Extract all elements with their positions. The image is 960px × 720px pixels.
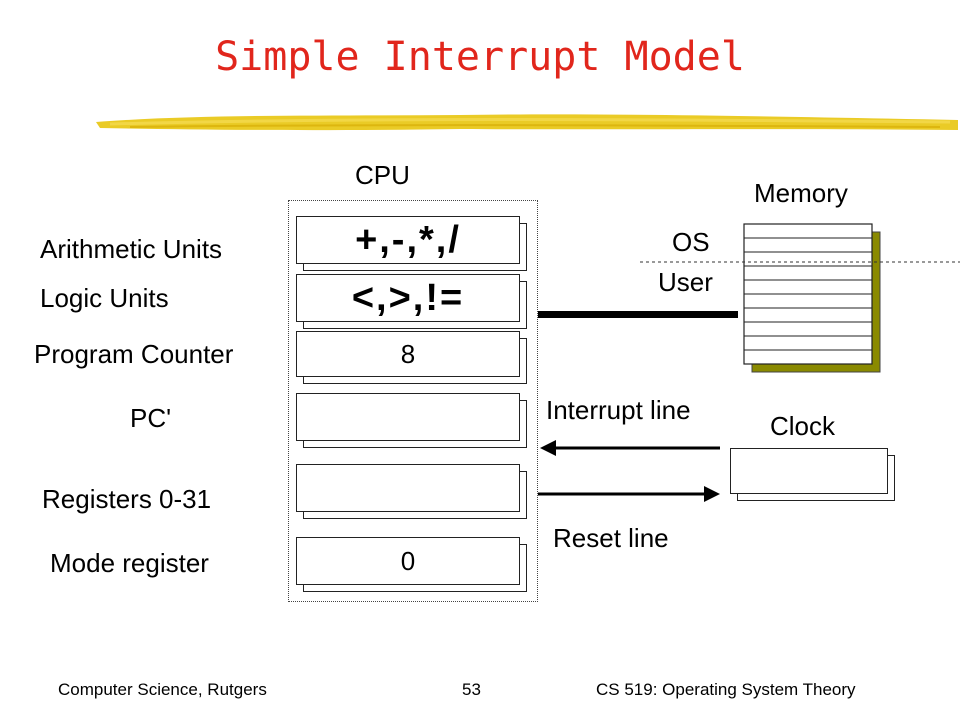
slide-title: Simple Interrupt Model	[215, 34, 745, 80]
mode-register-box: 0	[296, 537, 520, 585]
clock-box	[730, 448, 888, 494]
registers-box	[296, 464, 520, 512]
os-user-separator	[640, 261, 960, 263]
cpu-heading: CPU	[355, 160, 410, 190]
cpu-frame	[288, 200, 538, 602]
pc-prime-box	[296, 393, 520, 441]
label-registers: Registers 0-31	[42, 484, 212, 514]
program-counter-box: 8	[296, 331, 520, 377]
memory-user-label: User	[658, 267, 713, 297]
memory-bus	[538, 311, 738, 318]
label-pc-prime: PC'	[130, 403, 172, 433]
interrupt-arrow	[540, 440, 720, 456]
signal-arrows	[538, 440, 720, 502]
interrupt-line-label: Interrupt line	[546, 395, 691, 425]
logic-units-box: <,>,!=	[296, 274, 520, 322]
footer-page-number: 53	[462, 680, 481, 699]
arithmetic-units-box: +,-,*,/	[296, 216, 520, 264]
label-arithmetic-units: Arithmetic Units	[40, 234, 223, 264]
highlighter-stroke	[96, 114, 958, 131]
reset-arrow	[538, 486, 720, 502]
memory-os-label: OS	[672, 227, 710, 257]
label-logic-units: Logic Units	[40, 283, 169, 313]
label-program-counter: Program Counter	[34, 339, 234, 369]
footer-right: CS 519: Operating System Theory	[596, 680, 856, 699]
label-mode-register: Mode register	[50, 548, 209, 578]
reset-line-label: Reset line	[553, 523, 669, 553]
clock-heading: Clock	[770, 411, 836, 441]
memory-stack	[743, 223, 881, 373]
memory-heading: Memory	[754, 178, 848, 208]
footer-left: Computer Science, Rutgers	[58, 680, 267, 699]
